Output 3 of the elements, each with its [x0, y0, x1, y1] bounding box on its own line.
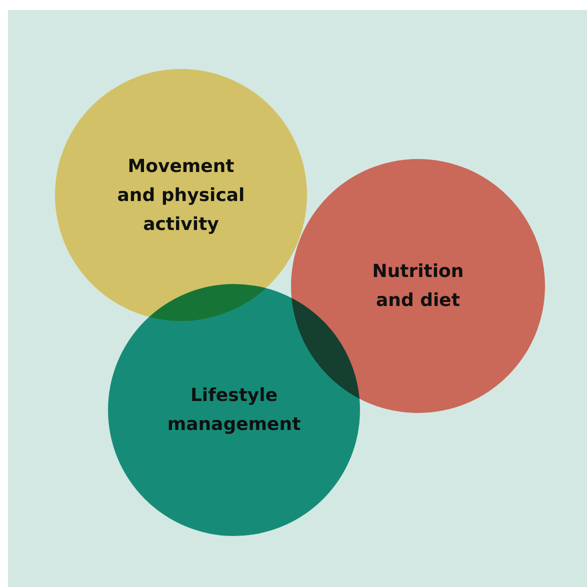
circle-label: Lifestyle management [166, 384, 302, 437]
circle-label: Movement and physical activity [116, 154, 246, 236]
circle-label: Nutrition and diet [371, 260, 465, 313]
